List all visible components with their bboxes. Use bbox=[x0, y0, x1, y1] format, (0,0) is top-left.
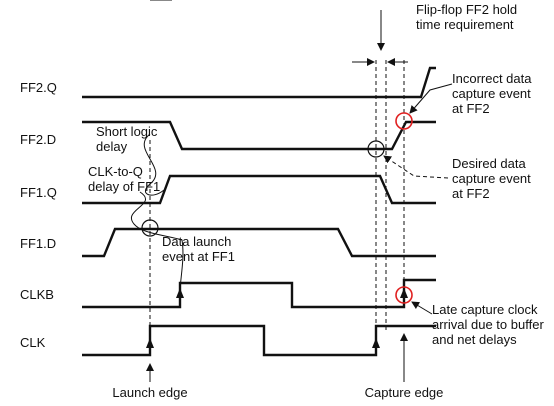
waveform-ff2d bbox=[82, 120, 436, 151]
desired-capture-circle bbox=[367, 140, 385, 158]
hold-time-label: Flip-flop FF2 hold time requirement bbox=[416, 2, 521, 32]
waveform-ff1q bbox=[82, 174, 436, 205]
capture-edge-label: Capture edge bbox=[365, 385, 444, 400]
signal-label-ff1d: FF1.D bbox=[20, 236, 56, 251]
signal-label-clkb: CLKB bbox=[20, 287, 54, 302]
waveform-clkb bbox=[82, 278, 436, 309]
late-capture-line-2: arrival due to buffer bbox=[432, 317, 544, 332]
launch-edge-label: Launch edge bbox=[112, 385, 187, 400]
late-capture-line-3: and net delays bbox=[432, 332, 517, 347]
clkb-capture-edge-arrow bbox=[400, 288, 408, 298]
short-logic-line-2: delay bbox=[96, 139, 128, 154]
signal-label-clk: CLK bbox=[20, 335, 46, 350]
signal-label-ff1q: FF1.Q bbox=[20, 185, 57, 200]
incorrect-capture-label: Incorrect data capture event at FF2 bbox=[452, 71, 535, 116]
data-launch-line-1: Data launch bbox=[162, 234, 231, 249]
data-launch-event-circle bbox=[141, 219, 159, 237]
incorrect-capture-line-2: capture event bbox=[452, 86, 531, 101]
short-logic-leader bbox=[143, 133, 165, 196]
desired-capture-label: Desired data capture event at FF2 bbox=[452, 156, 534, 201]
clkb-launch-edge-arrow bbox=[176, 288, 184, 298]
late-capture-leader bbox=[411, 301, 433, 315]
clk-to-q-line-1: CLK-to-Q bbox=[88, 164, 143, 179]
signal-label-ff2q: FF2.Q bbox=[20, 80, 57, 95]
incorrect-capture-line-3: at FF2 bbox=[452, 101, 490, 116]
incorrect-capture-line-1: Incorrect data bbox=[452, 71, 532, 86]
clk-to-q-label: CLK-to-Q delay of FF1 bbox=[88, 164, 160, 194]
desired-capture-line-2: capture event bbox=[452, 171, 531, 186]
incorrect-capture-leader bbox=[409, 83, 453, 114]
clk-launch-edge-arrow bbox=[146, 338, 154, 348]
desired-capture-line-3: at FF2 bbox=[452, 186, 490, 201]
incorrect-capture-circle bbox=[395, 112, 413, 130]
clk-capture-edge-arrow bbox=[372, 338, 380, 348]
hold-time-line-1: Flip-flop FF2 hold bbox=[416, 2, 517, 17]
late-capture-line-1: Late capture clock bbox=[432, 302, 538, 317]
data-launch-line-2: event at FF1 bbox=[162, 249, 235, 264]
desired-capture-leader bbox=[383, 155, 449, 179]
signal-label-ff2d: FF2.D bbox=[20, 132, 56, 147]
desired-capture-line-1: Desired data bbox=[452, 156, 526, 171]
clk-to-q-leader bbox=[130, 191, 184, 293]
late-capture-label: Late capture clock arrival due to buffer… bbox=[432, 302, 547, 347]
late-capture-clock-circle bbox=[395, 286, 413, 304]
short-logic-line-1: Short logic bbox=[96, 124, 158, 139]
short-logic-label: Short logic delay bbox=[96, 124, 161, 154]
waveform-clk bbox=[82, 324, 436, 357]
waveform-ff1d bbox=[82, 227, 436, 258]
waveform-ff2q bbox=[82, 66, 436, 99]
clk-to-q-line-2: delay of FF1 bbox=[88, 179, 160, 194]
data-launch-label: Data launch event at FF1 bbox=[162, 234, 235, 264]
hold-time-line-2: time requirement bbox=[416, 17, 514, 32]
